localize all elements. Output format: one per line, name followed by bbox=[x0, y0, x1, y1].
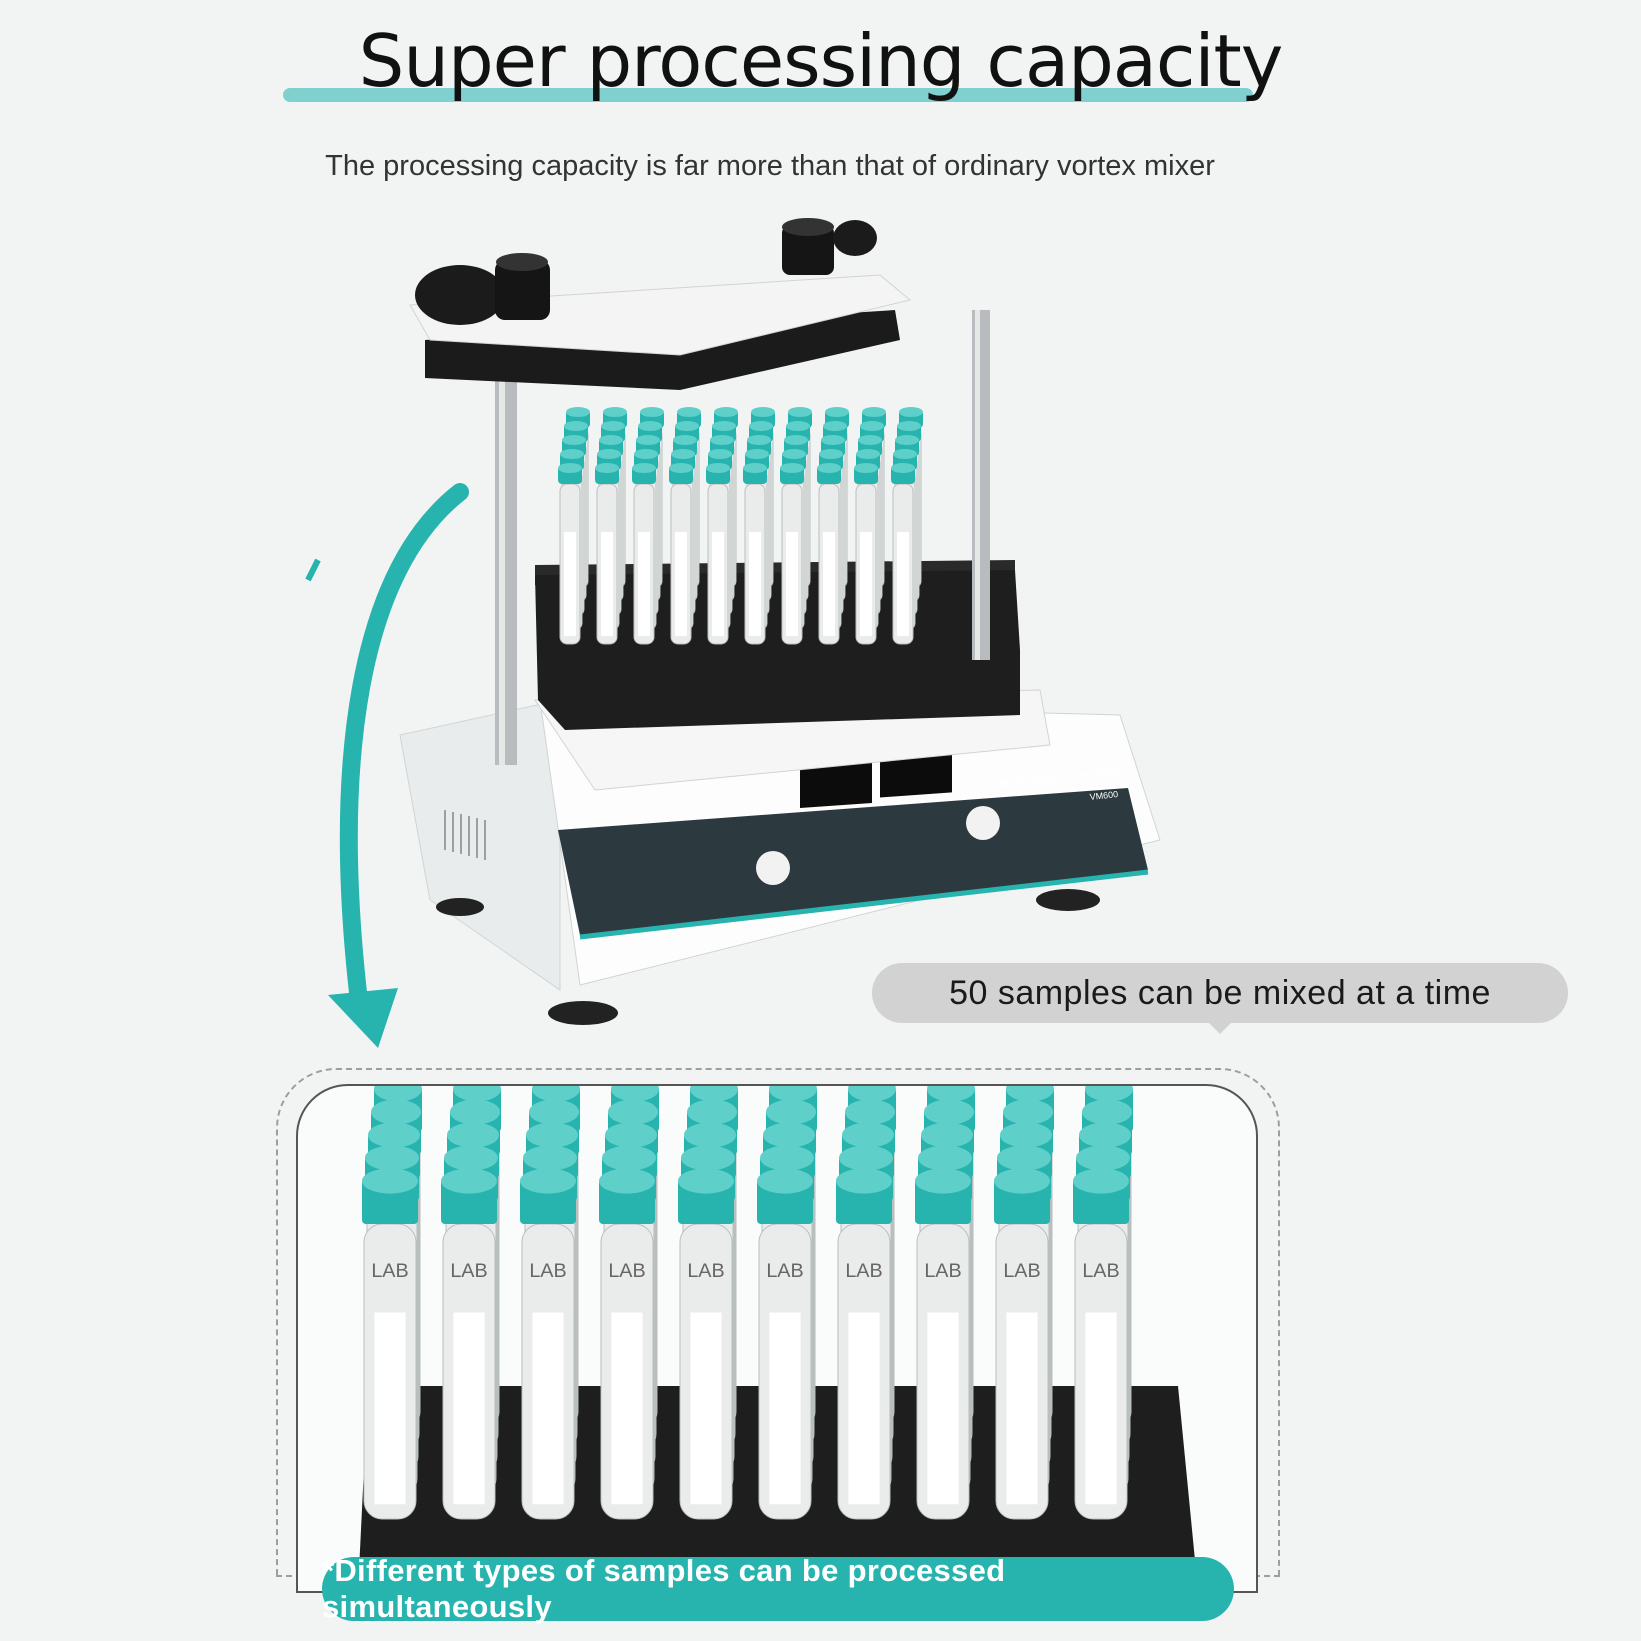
caption-pill: *Different types of samples can be proce… bbox=[322, 1553, 1234, 1624]
side-vents bbox=[444, 810, 486, 860]
control-panel bbox=[558, 788, 1148, 935]
hero-tube bbox=[595, 462, 619, 645]
tube-brand-label: LAB bbox=[371, 1260, 408, 1282]
closeup-tube: LAB bbox=[678, 1168, 734, 1520]
closeup-tube: LAB bbox=[520, 1168, 576, 1520]
hero-tube bbox=[891, 462, 915, 645]
panel-accent-line bbox=[579, 869, 1149, 940]
tube-brand-label: LAB bbox=[450, 1260, 487, 1282]
closeup-tube: LAB bbox=[836, 1168, 892, 1520]
tube-rack-closeup: LAB LAB LAB LAB LAB LAB LAB LAB LAB LAB bbox=[358, 1086, 1198, 1591]
foot-front-right bbox=[1036, 889, 1100, 911]
tube-brand-label: LAB bbox=[608, 1260, 645, 1282]
curved-arrow-icon bbox=[339, 483, 469, 1019]
tube-brand-label: LAB bbox=[924, 1260, 961, 1282]
hero-tube bbox=[817, 462, 841, 645]
hero-tube bbox=[706, 462, 730, 645]
knob-left-icon bbox=[756, 851, 790, 885]
tube-brand-label: LAB bbox=[529, 1260, 566, 1282]
closeup-tube: LAB bbox=[994, 1168, 1050, 1520]
foot-front-left bbox=[548, 1001, 618, 1025]
hero-tube bbox=[632, 462, 656, 645]
hero-tube bbox=[669, 462, 693, 645]
tube-brand-label: LAB bbox=[845, 1260, 882, 1282]
hero-tube bbox=[743, 462, 767, 645]
tube-brand-label: LAB bbox=[1082, 1260, 1119, 1282]
clamp-knob-left-icon bbox=[415, 253, 550, 325]
device-base-side bbox=[399, 699, 561, 991]
detail-frame: LAB LAB LAB LAB LAB LAB LAB LAB LAB LAB bbox=[296, 1084, 1258, 1593]
clamp-knob-right-icon bbox=[782, 218, 877, 275]
tube-brand-label: LAB bbox=[766, 1260, 803, 1282]
rod-right bbox=[972, 310, 990, 660]
callout-tail bbox=[1208, 1022, 1232, 1034]
rod-left bbox=[495, 345, 517, 765]
display-right bbox=[880, 748, 952, 798]
hero-tube bbox=[780, 462, 804, 645]
closeup-tube: LAB bbox=[441, 1168, 497, 1520]
page-title: Super processing capacity bbox=[358, 19, 1284, 103]
closeup-tube: LAB bbox=[362, 1168, 418, 1520]
clamp-plate bbox=[409, 274, 912, 356]
hero-tube-group bbox=[558, 406, 923, 645]
capacity-callout: 50 samples can be mixed at a time bbox=[872, 963, 1568, 1023]
closeup-tube: LAB bbox=[757, 1168, 813, 1520]
knob-right-icon bbox=[966, 806, 1000, 840]
tube-brand-label: LAB bbox=[687, 1260, 724, 1282]
hero-tube bbox=[854, 462, 878, 645]
page-subtitle: The processing capacity is far more than… bbox=[325, 150, 1215, 182]
display-left bbox=[800, 759, 872, 809]
closeup-tube: LAB bbox=[915, 1168, 971, 1520]
tube-brand-label: LAB bbox=[1003, 1260, 1040, 1282]
hero-tube bbox=[558, 462, 582, 645]
closeup-tube-group: LAB LAB LAB LAB LAB LAB LAB LAB LAB LAB bbox=[362, 1086, 1133, 1520]
closeup-tube: LAB bbox=[599, 1168, 655, 1520]
title-underline bbox=[283, 88, 1253, 102]
arrow-tail-accent bbox=[305, 558, 321, 582]
closeup-tube: LAB bbox=[1073, 1168, 1129, 1520]
arrow-head-icon bbox=[328, 988, 398, 1048]
device-model-plate: VM600 bbox=[1089, 789, 1118, 802]
title-wrap: Super processing capacity bbox=[0, 20, 1641, 103]
foot-back-left bbox=[436, 898, 484, 916]
